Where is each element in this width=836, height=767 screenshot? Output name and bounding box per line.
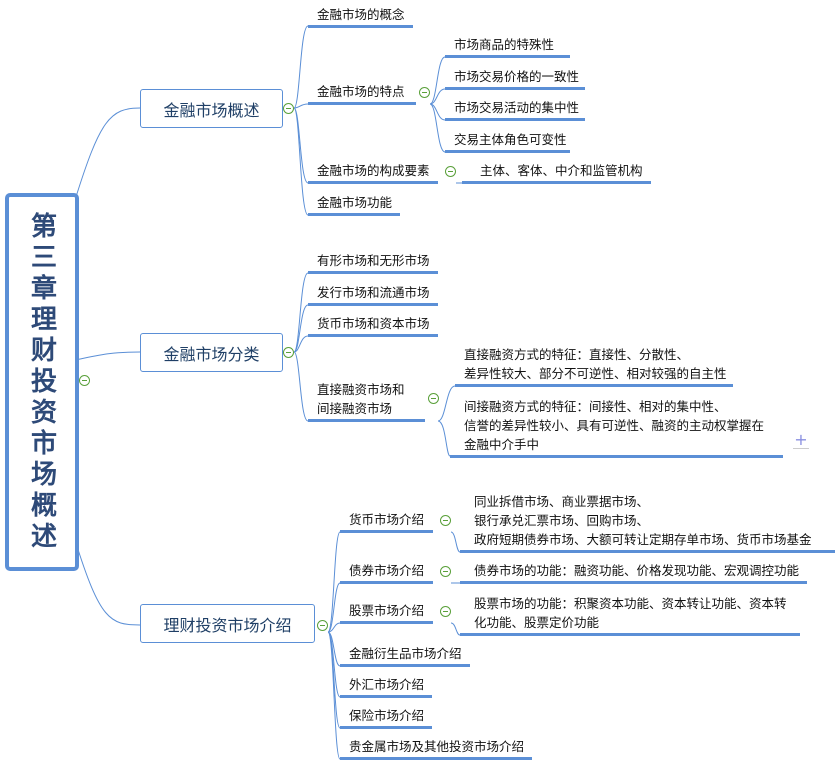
collapse-icon[interactable] [428,393,439,404]
feature-item[interactable]: 市场交易活动的集中性 [445,98,585,121]
add-topic-icon[interactable]: + [793,430,809,449]
topic-financial-market-overview[interactable]: 金融市场概述 [140,89,283,128]
topic-insurance-market[interactable]: 保险市场介绍 [340,706,433,729]
topic-issue-circulation[interactable]: 发行市场和流通市场 [308,283,438,306]
topic-precious-metals-market[interactable]: 贵金属市场及其他投资市场介绍 [340,737,533,760]
stock-market-detail[interactable]: 股票市场的功能：积聚资本功能、资本转让功能、资本转 化功能、股票定价功能 [460,594,800,636]
collapse-icon[interactable] [283,347,294,358]
collapse-icon[interactable] [440,515,451,526]
topic-forex-market[interactable]: 外汇市场介绍 [340,675,433,698]
collapse-icon[interactable] [317,620,328,631]
topic-derivatives-market[interactable]: 金融衍生品市场介绍 [340,644,470,667]
direct-financing-features[interactable]: 直接融资方式的特征：直接性、分散性、 差异性较大、部分不可逆性、相对较强的自主性 [455,345,733,387]
collapse-icon[interactable] [283,103,294,114]
collapse-icon[interactable] [440,566,451,577]
topic-stock-market[interactable]: 股票市场介绍 [340,601,433,624]
root-topic[interactable]: 第三章理财投资市场概述 [5,193,79,571]
topic-functions[interactable]: 金融市场功能 [308,193,401,216]
topic-concept[interactable]: 金融市场的概念 [308,5,413,28]
topic-features[interactable]: 金融市场的特点 [308,82,416,105]
feature-item[interactable]: 市场交易价格的一致性 [445,67,585,90]
collapse-icon[interactable] [419,87,430,98]
collapse-icon[interactable] [445,166,456,177]
topic-money-market[interactable]: 货币市场介绍 [340,510,433,533]
component-item[interactable]: 主体、客体、中介和监管机构 [462,161,651,184]
topic-tangible-intangible[interactable]: 有形市场和无形市场 [308,251,438,274]
topic-investment-market-intro[interactable]: 理财投资市场介绍 [140,604,315,643]
topic-components[interactable]: 金融市场的构成要素 [308,161,438,184]
collapse-icon[interactable] [79,375,90,386]
indirect-financing-features[interactable]: 间接融资方式的特征：间接性、相对的集中性、 信誉的差异性较小、具有可逆性、融资的… [450,397,783,458]
topic-money-capital[interactable]: 货币市场和资本市场 [308,314,438,337]
collapse-icon[interactable] [440,606,451,617]
money-market-detail[interactable]: 同业拆借市场、商业票据市场、 银行承兑汇票市场、回购市场、 政府短期债券市场、大… [460,492,835,553]
topic-financial-market-classification[interactable]: 金融市场分类 [140,333,283,372]
topic-direct-indirect-financing[interactable]: 直接融资市场和 间接融资市场 [308,380,425,422]
bond-market-detail[interactable]: 债券市场的功能：融资功能、价格发现功能、宏观调控功能 [460,561,808,584]
topic-bond-market[interactable]: 债券市场介绍 [340,561,433,584]
feature-item[interactable]: 交易主体角色可变性 [445,130,570,153]
feature-item[interactable]: 市场商品的特殊性 [445,35,570,58]
